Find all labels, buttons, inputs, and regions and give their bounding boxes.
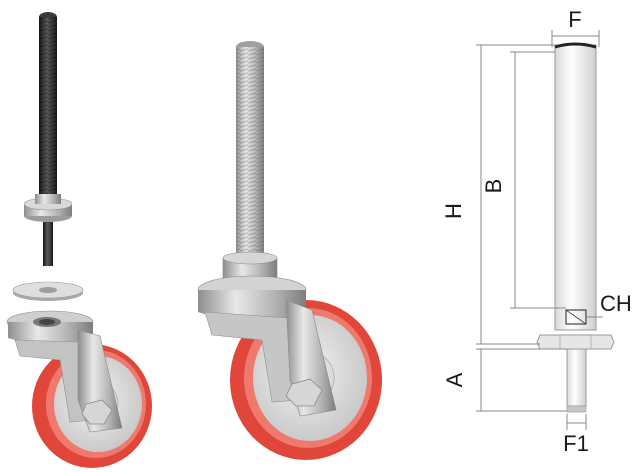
dimension-label-a: A [442, 372, 467, 387]
dimension-label-h: H [441, 203, 466, 219]
dimension-label-f1: F1 [563, 431, 589, 456]
stem-lower-stub [43, 222, 53, 266]
dimension-drawing: F H B CH A F1 [441, 7, 632, 456]
middle-fork-housing [197, 275, 337, 417]
shaft-outline [536, 42, 615, 413]
dark-threaded-stem [39, 12, 57, 197]
dimension-label-ch: CH [600, 291, 632, 316]
left-fork-housing [6, 310, 123, 433]
assembled-caster-illustration [197, 41, 382, 460]
dimension-lines [476, 30, 603, 430]
dimension-label-b: B [481, 179, 506, 194]
stem-flange-nut [23, 194, 73, 222]
middle-hex-nut [222, 251, 278, 281]
middle-threaded-stem [236, 41, 264, 259]
washer [12, 281, 84, 301]
dimension-label-f: F [568, 7, 581, 32]
exploded-caster-illustration [6, 12, 152, 468]
